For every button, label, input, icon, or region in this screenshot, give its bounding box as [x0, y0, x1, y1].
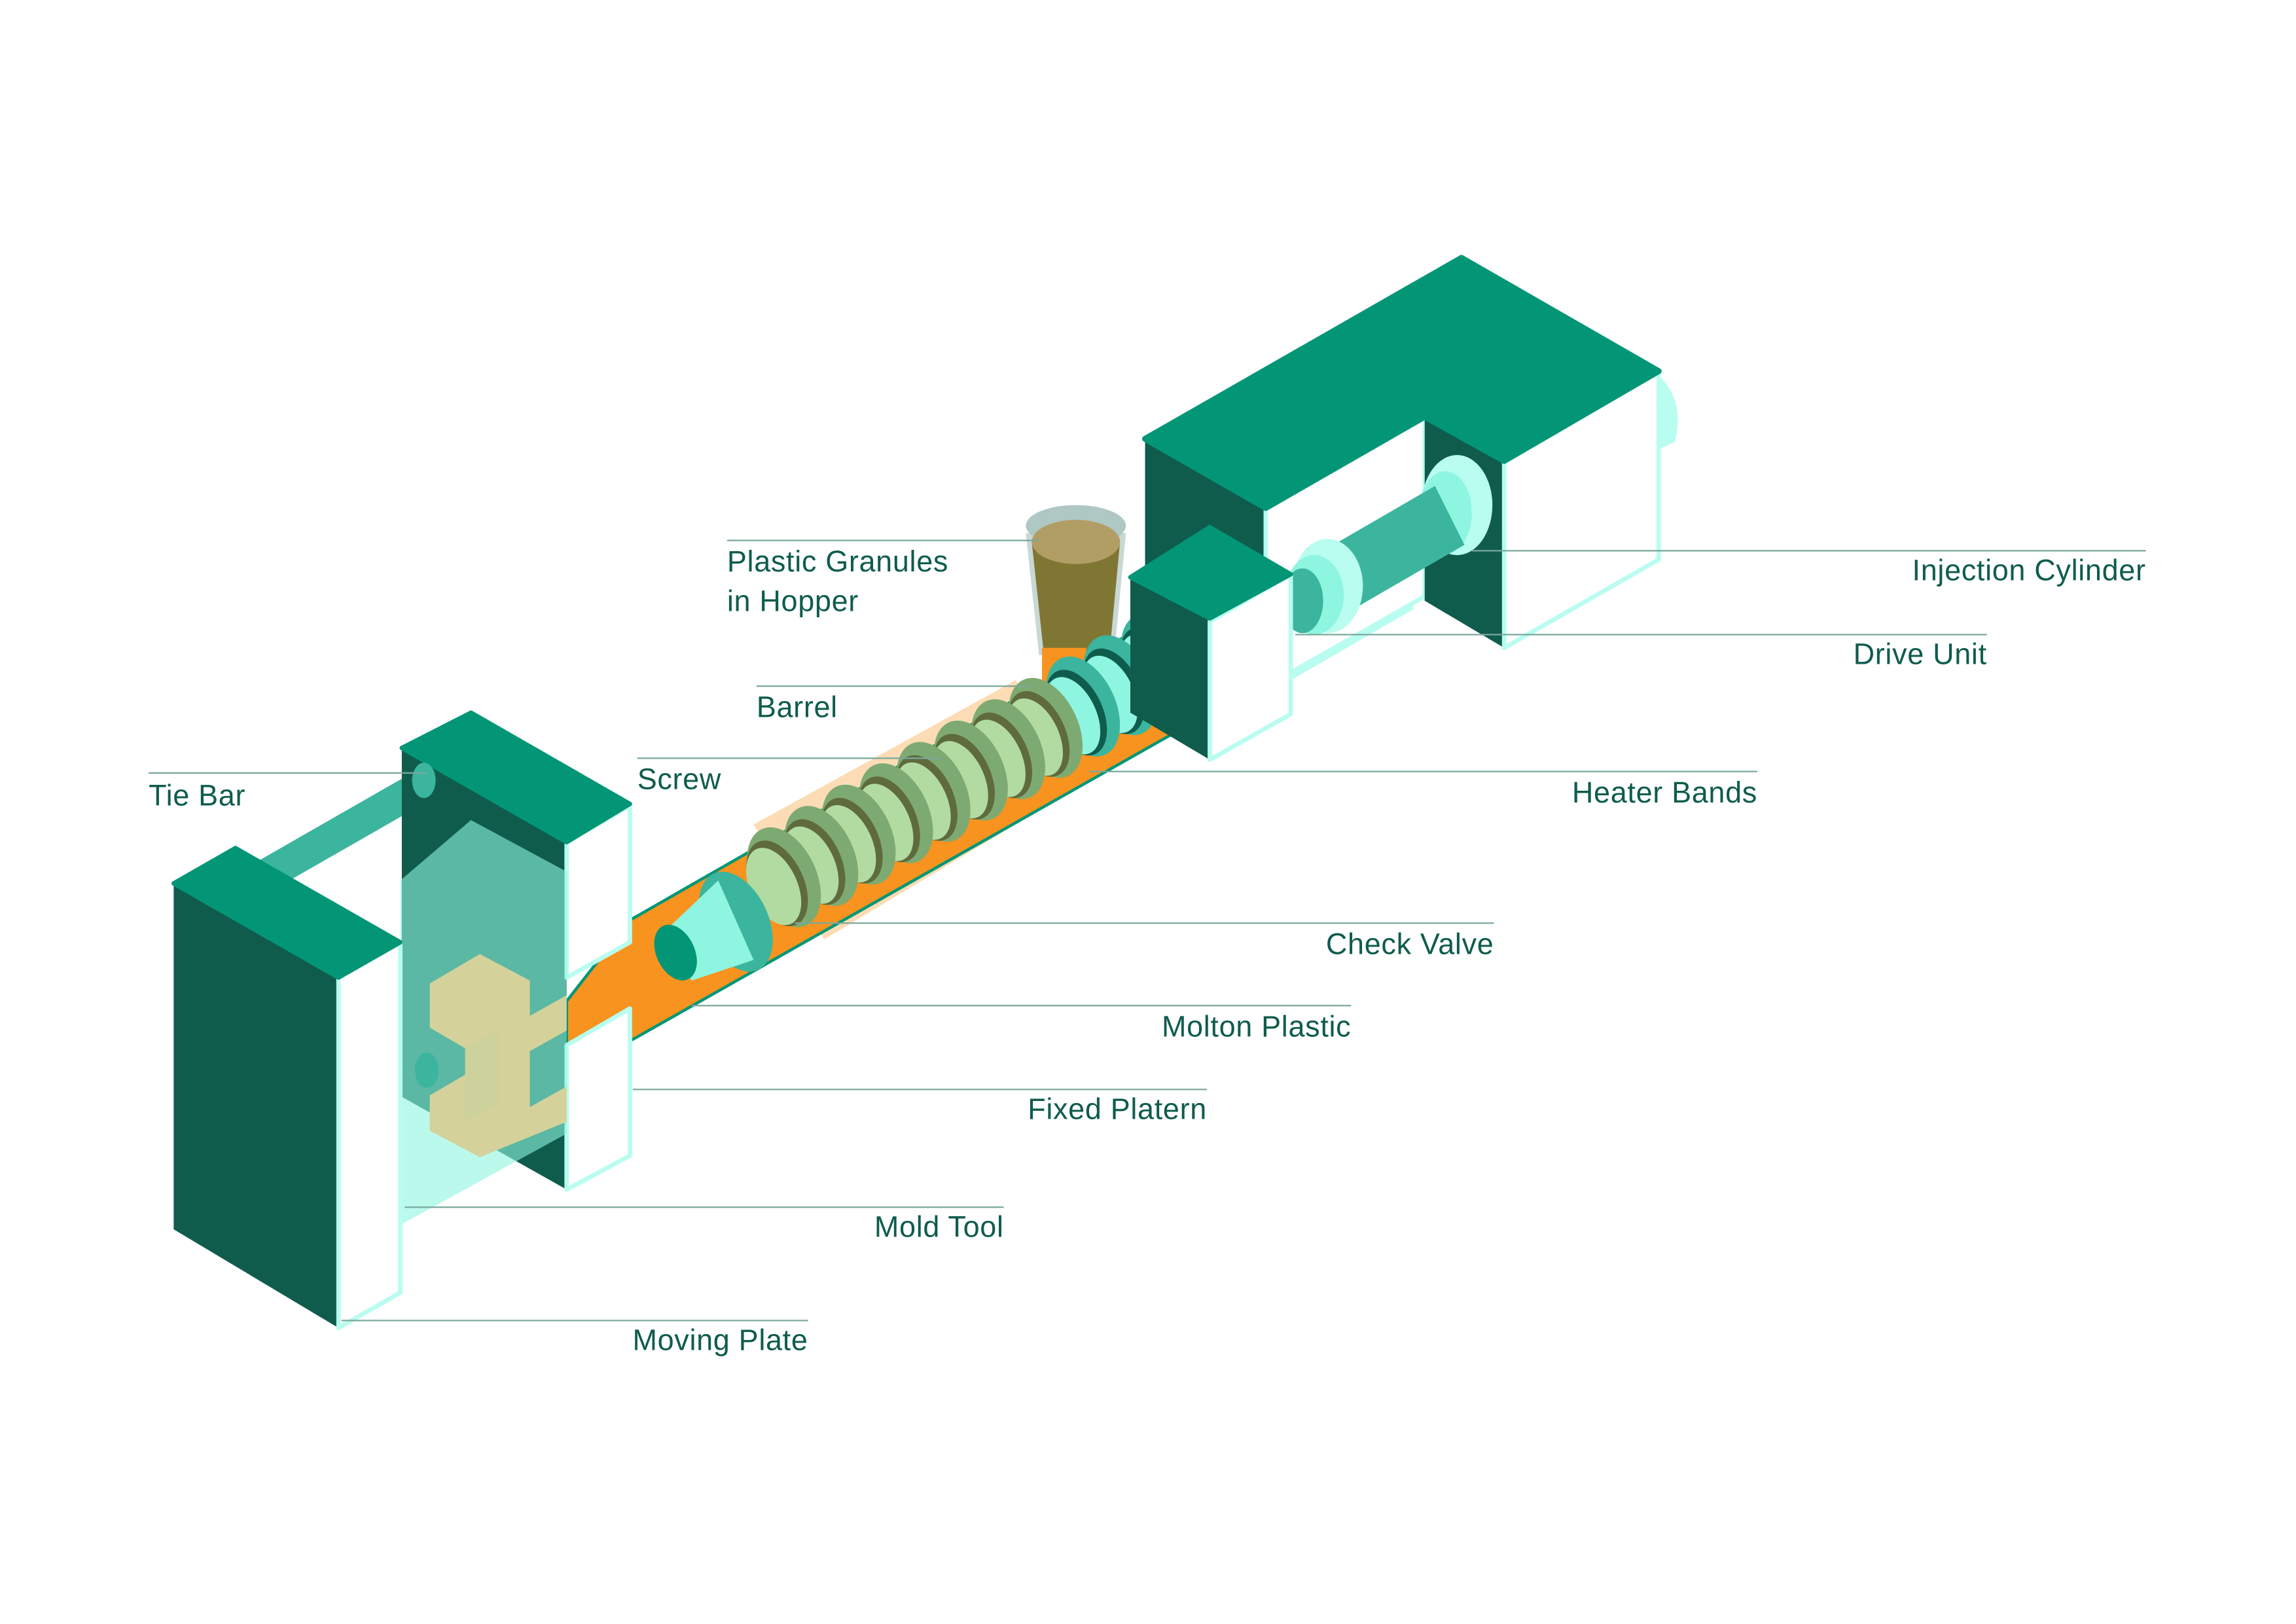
label-mold-tool: Mold Tool	[404, 1206, 1004, 1243]
label-drive-unit-text: Drive Unit	[1854, 638, 1987, 671]
label-tie-bar: Tie Bar	[149, 772, 427, 812]
label-injection-cylinder: Injection Cylinder	[1471, 550, 2146, 586]
label-screw-text: Screw	[637, 763, 721, 796]
label-drive-unit: Drive Unit	[1295, 634, 1987, 671]
check-valve	[654, 871, 773, 981]
label-hopper: Plastic Granules in Hopper	[726, 539, 1039, 618]
label-check-valve-text: Check Valve	[1326, 928, 1494, 961]
label-molton-plastic: Molton Plastic	[691, 1005, 1352, 1043]
label-injection-cylinder-text: Injection Cylinder	[1912, 553, 2146, 586]
label-heater-bands: Heater Bands	[1089, 770, 1757, 809]
hopper	[1026, 505, 1126, 685]
label-mold-tool-text: Mold Tool	[874, 1210, 1004, 1243]
label-tie-bar-text: Tie Bar	[149, 778, 245, 812]
label-screw: Screw	[637, 757, 942, 796]
moving-plate	[171, 846, 439, 1331]
label-barrel: Barrel	[756, 685, 1031, 723]
label-fixed-platern: Fixed Platern	[632, 1089, 1207, 1125]
injection-cylinder	[1282, 455, 1493, 635]
label-hopper-line2: in Hopper	[727, 585, 859, 618]
label-check-valve: Check Valve	[795, 922, 1494, 961]
label-hopper-line1: Plastic Granules	[727, 545, 948, 578]
label-moving-plate-text: Moving Plate	[632, 1323, 808, 1356]
label-moving-plate: Moving Plate	[341, 1320, 808, 1356]
label-fixed-platern-text: Fixed Platern	[1028, 1092, 1207, 1125]
label-molton-plastic-text: Molton Plastic	[1162, 1009, 1351, 1043]
drive-unit-box	[1128, 525, 1413, 763]
label-barrel-text: Barrel	[757, 690, 838, 723]
label-heater-bands-text: Heater Bands	[1572, 776, 1757, 809]
mold-tool	[400, 820, 567, 1225]
